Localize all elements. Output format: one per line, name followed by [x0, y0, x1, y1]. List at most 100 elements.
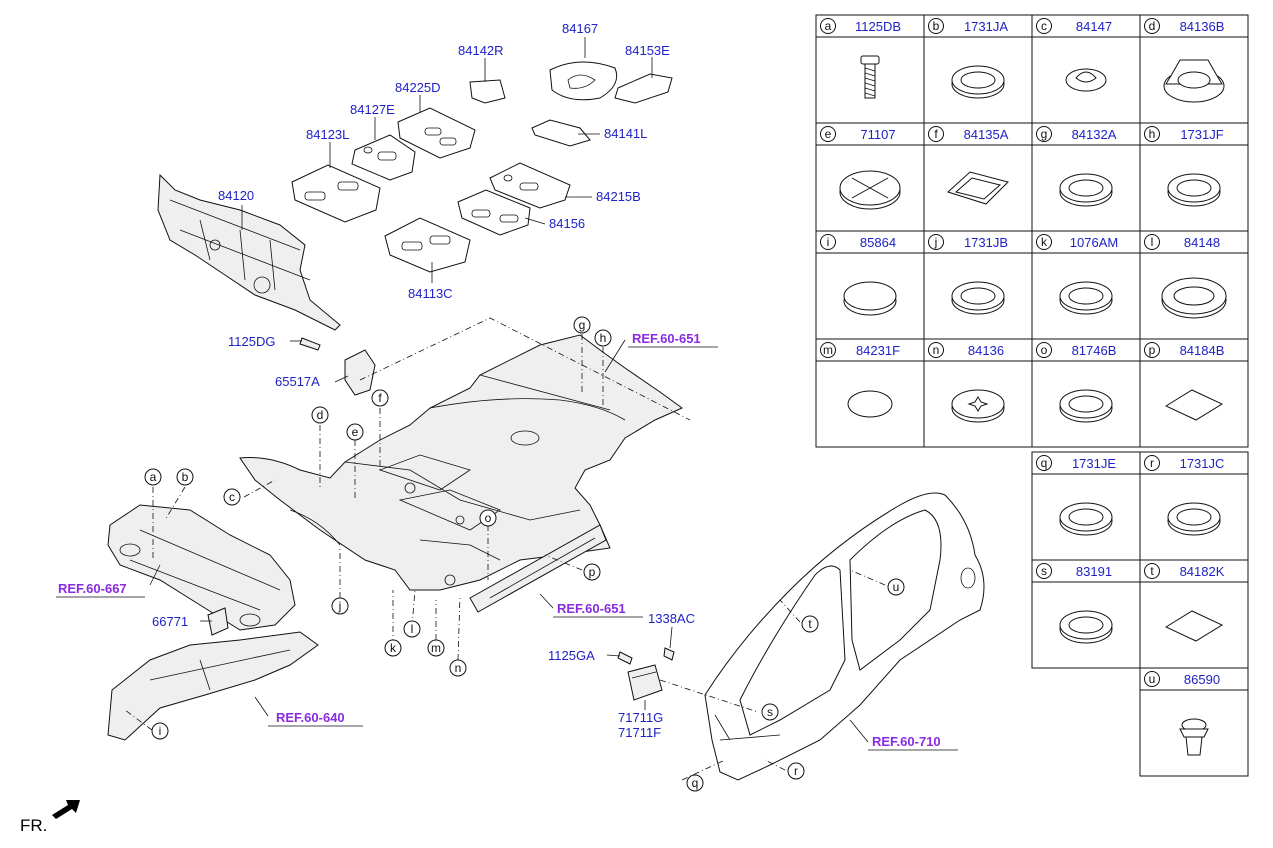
table-part-code: 84231F — [856, 343, 900, 358]
marker-letter: d — [317, 408, 324, 422]
marker-o: o — [479, 509, 497, 527]
table-part-icon — [1059, 610, 1113, 644]
label-84167: 84167 — [562, 21, 598, 36]
label-1338ac: 1338AC — [648, 611, 695, 626]
front-lower-panel — [107, 631, 319, 741]
table-letter: f — [934, 127, 938, 141]
label-84123l: 84123L — [306, 127, 349, 142]
ref-60-651-mid[interactable]: REF.60-651 — [557, 601, 626, 616]
marker-m: m — [427, 639, 445, 657]
ref-60-640[interactable]: REF.60-640 — [276, 710, 345, 725]
ref-links[interactable]: REF.60-651 REF.60-667 REF.60-651 REF.60-… — [56, 331, 958, 751]
marker-d: d — [311, 406, 329, 424]
marker-letter: c — [229, 490, 235, 504]
ref-60-667[interactable]: REF.60-667 — [58, 581, 127, 596]
marker-letter: f — [378, 391, 382, 405]
marker-f: f — [371, 389, 389, 407]
label-84120: 84120 — [218, 188, 254, 203]
floor-pan — [239, 334, 683, 591]
table-letter: n — [933, 343, 940, 357]
marker-g: g — [573, 316, 591, 334]
table-part-code: 1125DB — [855, 19, 901, 34]
label-84215b: 84215B — [596, 189, 641, 204]
marker-a: a — [144, 468, 162, 486]
table-part-icon — [1059, 389, 1113, 423]
table-letter: g — [1041, 127, 1048, 141]
table-letter: m — [823, 343, 833, 357]
label-84156: 84156 — [549, 216, 585, 231]
label-1125ga: 1125GA — [548, 648, 595, 663]
table-letter: c — [1041, 19, 1047, 33]
table-part-code: 83191 — [1076, 564, 1112, 579]
bolt-1125dg — [299, 337, 321, 351]
marker-letter: h — [600, 331, 607, 345]
marker-j: j — [331, 597, 349, 615]
label-84141l: 84141L — [604, 126, 647, 141]
table-letter: b — [933, 19, 940, 33]
marker-letter: p — [589, 565, 596, 579]
table-part-code: 84182K — [1180, 564, 1225, 579]
table-cell-c: c 84147 — [1031, 14, 1141, 124]
table-part-code: 84148 — [1184, 235, 1220, 250]
table-letter: e — [825, 127, 832, 141]
table-part-code: 84147 — [1076, 19, 1112, 34]
table-part-icon — [1167, 502, 1221, 536]
marker-letter: e — [352, 425, 359, 439]
body-side-outer — [704, 492, 985, 781]
ref-60-651-top[interactable]: REF.60-651 — [632, 331, 701, 346]
marker-letter: b — [182, 470, 189, 484]
table-part-code: 84132A — [1072, 127, 1117, 142]
marker-e: e — [346, 423, 364, 441]
table-part-icon — [860, 55, 880, 99]
table-letter: t — [1150, 564, 1154, 578]
marker-letter: l — [411, 622, 414, 636]
table-part-code: 1731JE — [1072, 456, 1116, 471]
marker-letter: g — [579, 318, 586, 332]
marker-q: q — [686, 774, 704, 792]
label-1125dg: 1125DG — [228, 334, 275, 349]
front-direction: FR. — [20, 800, 80, 835]
table-letter: u — [1149, 672, 1156, 686]
table-part-icon — [951, 389, 1005, 423]
table-letter: k — [1041, 235, 1048, 249]
table-letter: s — [1041, 564, 1047, 578]
table-part-icon — [1059, 173, 1113, 207]
marker-letter: s — [767, 705, 773, 719]
table-part-code: 1076AM — [1070, 235, 1118, 250]
table-letter: a — [825, 19, 832, 33]
table-part-code: 71107 — [860, 127, 895, 142]
table-part-icon — [847, 390, 893, 418]
table-part-code: 84136B — [1180, 19, 1225, 34]
table-letter: h — [1149, 127, 1156, 141]
marker-i: i — [151, 722, 169, 740]
table-cell-g: g 84132A — [1031, 122, 1141, 232]
table-part-icon — [839, 170, 901, 210]
table-cell-k: k 1076AM — [1031, 230, 1141, 340]
label-84113c: 84113C — [408, 286, 453, 301]
label-66771: 66771 — [152, 614, 188, 629]
table-part-code: 86590 — [1184, 672, 1220, 687]
table-part-code: 84136 — [968, 343, 1004, 358]
marker-c: c — [223, 488, 241, 506]
label-84142r: 84142R — [458, 43, 504, 58]
marker-letter: o — [485, 511, 492, 525]
marker-letter: a — [150, 470, 157, 484]
dash-panel — [157, 173, 341, 331]
table-part-code: 85864 — [860, 235, 896, 250]
table-part-icon — [951, 65, 1005, 99]
insulation-pads — [291, 61, 673, 273]
table-part-code: 1731JB — [964, 235, 1008, 250]
table-letter: o — [1041, 343, 1048, 357]
ref-60-710[interactable]: REF.60-710 — [872, 734, 941, 749]
